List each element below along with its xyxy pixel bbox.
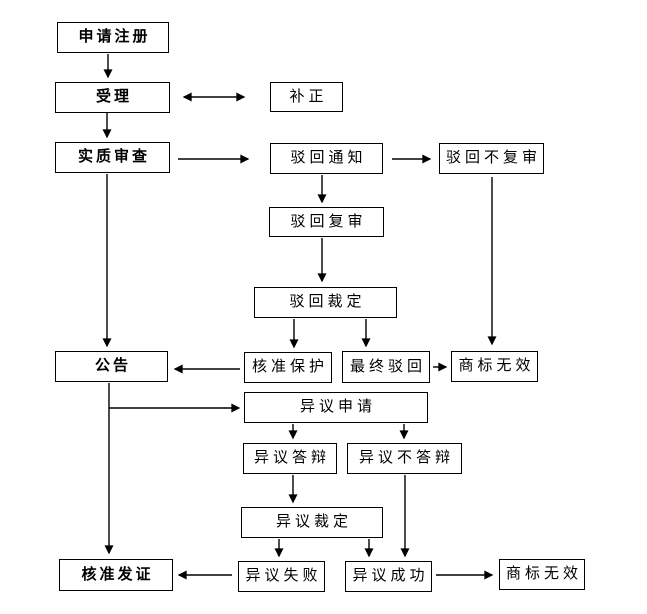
node-opposition-success: 异议成功 [345, 561, 432, 592]
node-trademark-invalid-bottom: 商标无效 [499, 559, 585, 590]
node-announcement: 公告 [55, 351, 168, 382]
node-approved-certificate: 核准发证 [59, 559, 173, 591]
node-apply-registration: 申请注册 [57, 22, 169, 53]
node-rejection-no-review: 驳回不复审 [439, 143, 544, 174]
node-rejection-ruling: 驳回裁定 [254, 287, 397, 318]
node-opposition-application: 异议申请 [244, 392, 428, 423]
node-approved-protection: 核准保护 [244, 352, 332, 383]
node-opposition-no-defense: 异议不答辩 [347, 443, 462, 474]
node-acceptance: 受理 [55, 82, 170, 113]
node-correction: 补正 [270, 82, 343, 112]
node-rejection-review: 驳回复审 [269, 207, 384, 237]
node-final-rejection: 最终驳回 [342, 351, 430, 383]
node-rejection-notice: 驳回通知 [270, 143, 383, 174]
node-opposition-failed: 异议失败 [238, 561, 325, 592]
node-opposition-ruling: 异议裁定 [241, 507, 383, 538]
node-trademark-invalid-top: 商标无效 [451, 351, 538, 382]
node-opposition-defense: 异议答辩 [243, 443, 337, 474]
node-substantive-examination: 实质审查 [55, 142, 170, 173]
